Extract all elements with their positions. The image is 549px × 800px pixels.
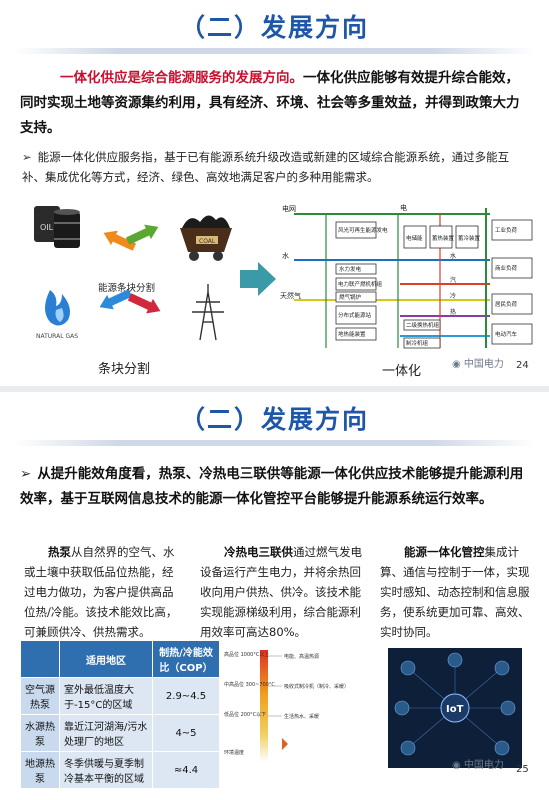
svg-text:OIL: OIL — [40, 223, 54, 232]
table-header: 制热/冷能效比（COP） — [152, 640, 220, 678]
control-desc: 集成计算、通信与控制于一体，实现实时感知、动态控制和信息服务，使系统更加可靠、高… — [380, 545, 530, 639]
svg-text:生活热水、采暖: 生活热水、采暖 — [284, 713, 319, 720]
svg-text:电动汽车: 电动汽车 — [495, 330, 518, 338]
svg-text:电力联产燃机机组: 电力联产燃机机组 — [338, 280, 383, 288]
control-term: 能源一体化管控 — [404, 545, 485, 559]
heat-pump-term: 热泵 — [48, 545, 71, 559]
svg-text:高品位 1000°C以上: 高品位 1000°C以上 — [224, 651, 269, 658]
power-tower-icon — [192, 284, 224, 341]
lead-red-text: 一体化供应是综合能源服务的发展方向。 — [60, 70, 303, 86]
title-divider — [14, 48, 535, 54]
lead-rest-text: 一体化供应能够有效提升综合能效，同时实现土地等资源集约利用，具有经济、环境、社会… — [20, 70, 520, 136]
table-cell: 冬季供暖与夏季制冷基本平衡的区域 — [59, 751, 153, 789]
svg-text:水力发电: 水力发电 — [339, 265, 362, 273]
table-cell: 室外最低温度大于-15°C的区域 — [59, 677, 153, 715]
gas-flame-icon — [45, 290, 70, 326]
watermark-wechat-icon: ◉ 中国电力 — [452, 359, 504, 370]
svg-text:工业负荷: 工业负荷 — [495, 226, 518, 234]
svg-text:NATURAL GAS: NATURAL GAS — [36, 333, 78, 340]
slide-separator — [0, 386, 549, 392]
watermark-text: 中国电力 — [463, 359, 504, 370]
table-cell: ≈4.4 — [152, 751, 220, 789]
svg-text:冷: 冷 — [450, 292, 456, 300]
svg-text:吸收式制冷机（制冷、采暖）: 吸收式制冷机（制冷、采暖） — [284, 683, 349, 690]
table-header — [20, 640, 60, 678]
svg-text:蓄热装置: 蓄热装置 — [432, 234, 455, 242]
svg-text:风光可再生能源发电: 风光可再生能源发电 — [338, 226, 388, 234]
energy-silos-image: OIL COAL NATURAL GAS — [10, 200, 240, 350]
cchp-text: 冷热电三联供通过燃气发电设备运行产生电力，并将余热回收向用户供热、供冷。该技术能… — [200, 542, 368, 642]
page-number: 25 — [516, 764, 529, 775]
table-cell: 4~5 — [152, 714, 220, 752]
bullet-text: 能源一体化供应服务指，基于已有能源系统升级改造或新建的区域综合能源系统，通过多能… — [22, 150, 510, 184]
svg-text:天然气: 天然气 — [280, 291, 301, 300]
table-cell: 2.9~4.5 — [152, 677, 220, 715]
svg-text:IoT: IoT — [446, 704, 464, 715]
slide-24: （二）发展方向 一体化供应是综合能源服务的发展方向。一体化供应能够有效提升综合能… — [0, 0, 549, 388]
table-row: 水源热泵 靠近江河湖海/污水处理厂的地区 4~5 — [20, 714, 220, 752]
lead-paragraph: ➢从提升能效角度看，热泵、冷热电三联供等能源一体化供应技术能够提升能源利用效率，… — [20, 462, 535, 512]
lead-paragraph: 一体化供应是综合能源服务的发展方向。一体化供应能够有效提升综合能效，同时实现土地… — [20, 66, 532, 141]
page-number: 24 — [516, 360, 529, 371]
svg-text:电储能: 电储能 — [406, 234, 423, 242]
lead-text: 从提升能效角度看，热泵、冷热电三联供等能源一体化供应技术能够提升能源利用效率，基… — [20, 466, 524, 507]
watermark-wechat-icon: ◉ 中国电力 — [452, 760, 504, 771]
bullet-paragraph: ➢能源一体化供应服务指，基于已有能源系统升级改造或新建的区域综合能源系统，通过多… — [22, 147, 530, 187]
svg-text:汽: 汽 — [450, 276, 456, 284]
coal-cart-icon — [180, 215, 232, 261]
svg-text:电: 电 — [400, 203, 407, 212]
title-divider — [14, 440, 535, 446]
iot-image: IoT — [388, 648, 522, 768]
svg-text:制冷机组: 制冷机组 — [406, 339, 429, 347]
bullet-arrow-icon: ➢ — [22, 150, 32, 164]
cchp-desc: 通过燃气发电设备运行产生电力，并将余热回收向用户供热、供冷。该技术能实现能源梯级… — [200, 545, 362, 639]
table-cell: 空气源热泵 — [20, 677, 60, 715]
svg-text:低品位 200°C以下: 低品位 200°C以下 — [224, 711, 266, 718]
svg-text:燃气锅炉: 燃气锅炉 — [339, 293, 362, 301]
svg-text:水: 水 — [282, 251, 289, 260]
heat-pump-desc: 从自然界的空气、水或土壤中获取低品位热能，经过电力做功，为客户提供高品位热/冷能… — [24, 545, 178, 639]
watermark-text: 中国电力 — [463, 760, 504, 771]
svg-text:商业负荷: 商业负荷 — [495, 264, 518, 272]
svg-text:COAL: COAL — [199, 238, 216, 245]
oil-barrel-icon — [34, 206, 80, 248]
diagram-caption: 一体化 — [382, 364, 422, 379]
table-row: 地源热泵 冬季供暖与夏季制冷基本平衡的区域 ≈4.4 — [20, 751, 220, 789]
heat-pump-table: 适用地区 制热/冷能效比（COP） 空气源热泵 室外最低温度大于-15°C的区域… — [20, 640, 220, 789]
table-cell: 水源热泵 — [20, 714, 60, 752]
table-cell: 地源热泵 — [20, 751, 60, 789]
integrated-control-text: 能源一体化管控集成计算、通信与控制于一体，实现实时感知、动态控制和信息服务，使系… — [380, 542, 532, 642]
table-header: 适用地区 — [59, 640, 153, 678]
svg-text:蓄冷装置: 蓄冷装置 — [458, 234, 481, 242]
svg-text:环境温度: 环境温度 — [224, 749, 244, 756]
svg-text:电能、高温热源: 电能、高温热源 — [284, 653, 319, 660]
svg-text:电网: 电网 — [282, 204, 296, 213]
slide-title: （二）发展方向 — [179, 13, 369, 42]
silo-caption: 条块分割 — [98, 362, 151, 377]
table-row: 空气源热泵 室外最低温度大于-15°C的区域 2.9~4.5 — [20, 677, 220, 715]
svg-text:居民负荷: 居民负荷 — [495, 300, 518, 308]
svg-text:分布式能源站: 分布式能源站 — [338, 311, 372, 319]
transition-arrow-icon — [240, 262, 276, 300]
svg-text:二级换热机组: 二级换热机组 — [406, 321, 440, 329]
slide-title: （二）发展方向 — [179, 405, 369, 434]
svg-text:地热能装置: 地热能装置 — [338, 330, 366, 338]
bullet-arrow-icon: ➢ — [20, 466, 32, 482]
cascade-utilization-diagram: 高品位 1000°C以上 中高品位 300~700°C 低品位 200°C以下 … — [222, 646, 378, 770]
integrated-energy-diagram: 电网 水 天然气 电 风光可再生能源发电 水力发电 电力联产燃机机组 燃气锅炉 … — [280, 198, 538, 360]
silo-center-label: 能源条块分割 — [98, 283, 156, 294]
svg-text:水: 水 — [450, 252, 456, 260]
svg-text:热: 热 — [450, 308, 456, 316]
table-cell: 靠近江河湖海/污水处理厂的地区 — [59, 714, 153, 752]
slide-25: （二）发展方向 ➢从提升能效角度看，热泵、冷热电三联供等能源一体化供应技术能够提… — [0, 392, 549, 800]
svg-text:中高品位 300~700°C: 中高品位 300~700°C — [224, 681, 275, 688]
cchp-term: 冷热电三联供 — [224, 545, 293, 559]
heat-pump-text: 热泵从自然界的空气、水或土壤中获取低品位热能，经过电力做功，为客户提供高品位热/… — [24, 542, 184, 642]
